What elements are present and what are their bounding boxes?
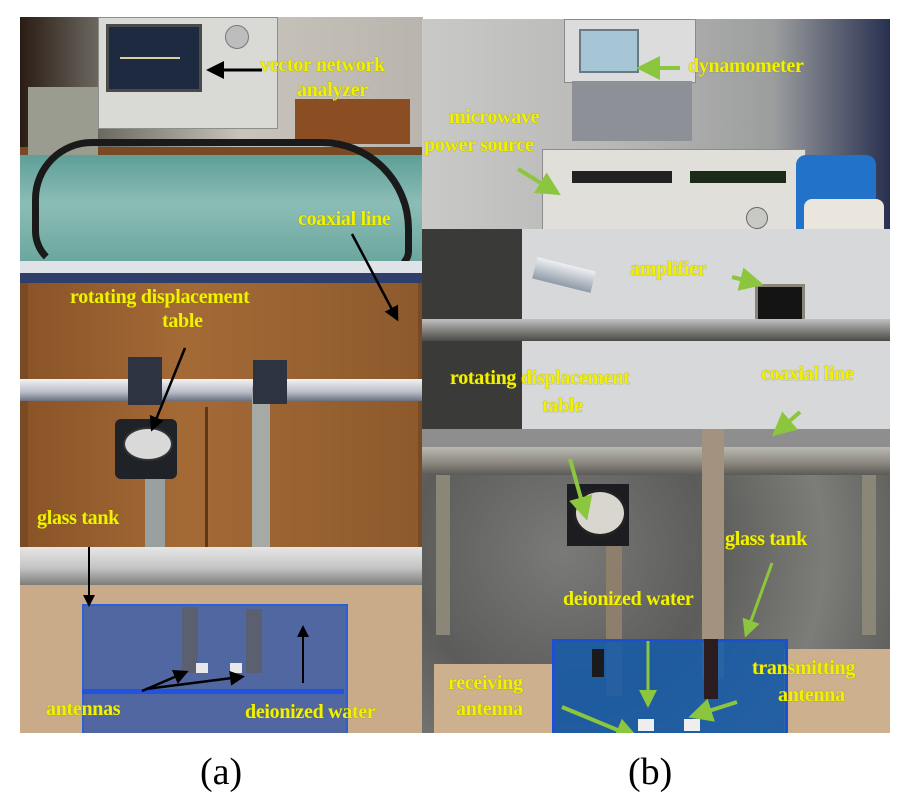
metal-crossbar-middle — [422, 447, 890, 475]
label-microwave-power-source-line2: power source — [424, 134, 534, 156]
antenna-a-left — [182, 607, 198, 673]
black-coaxial-cable — [32, 139, 412, 271]
cabinet-panel-line — [205, 407, 208, 547]
rotating-table-disc — [573, 489, 627, 537]
caption-b: (b) — [628, 751, 673, 793]
metal-crossbar-upper — [20, 379, 423, 401]
metal-crossbar-top — [422, 319, 890, 341]
receiving-antenna-body — [592, 649, 604, 677]
label-vector-network-analyzer-line2: analyzer — [297, 79, 368, 101]
photo-panel-a: vector network analyzer coaxial line rot… — [20, 17, 423, 733]
antenna-plate-left — [196, 663, 208, 673]
clamp-left — [128, 357, 162, 405]
label-vector-network-analyzer: vector network — [260, 54, 385, 76]
label-transmitting-antenna-line2: antenna — [778, 684, 845, 706]
power-source-display-right — [690, 171, 786, 183]
wooden-board-left — [434, 664, 554, 733]
caption-a: (a) — [200, 751, 243, 793]
antenna-a-right — [246, 609, 262, 673]
label-receiving-antenna: receiving — [448, 672, 523, 694]
frame-leg-left — [436, 475, 450, 635]
label-deionized-water: deionized water — [563, 588, 694, 610]
wooden-board-right — [784, 649, 890, 733]
label-amplifier: amplifier — [630, 258, 707, 280]
wooden-box — [295, 99, 410, 144]
label-coaxial-line: coaxial line — [298, 208, 391, 230]
vna-knob — [225, 25, 249, 49]
table-edge — [20, 261, 423, 273]
clamp-right — [253, 360, 287, 404]
table-edge-shadow — [20, 273, 423, 283]
dynamometer-screen — [579, 29, 639, 73]
label-glass-tank: glass tank — [725, 528, 808, 550]
label-rotating-displacement-table-line2: table — [542, 395, 583, 417]
label-deionized-water: deionized water — [245, 701, 376, 723]
label-rotating-displacement-table: rotating displacement — [70, 286, 250, 308]
photo-panel-b: dynamometer microwave power source ampli… — [422, 19, 890, 733]
glass-tank — [552, 639, 788, 733]
wooden-cabinet — [28, 283, 418, 553]
transmitting-antenna-body — [704, 639, 718, 699]
frame-leg-right — [862, 475, 876, 635]
metal-crossbar-lower — [20, 547, 423, 585]
transmitting-antenna-plate — [684, 719, 700, 731]
label-antennas: antennas — [46, 698, 121, 720]
label-transmitting-antenna: transmitting — [752, 657, 856, 679]
label-coaxial-line: coaxial line — [761, 363, 854, 385]
label-rotating-displacement-table-line2: table — [162, 310, 203, 332]
label-receiving-antenna-line2: antenna — [456, 698, 523, 720]
power-source-knob — [746, 207, 768, 229]
tank-rim — [82, 689, 344, 694]
rotating-table-disc — [123, 427, 173, 461]
label-microwave-power-source: microwave — [449, 106, 540, 128]
label-rotating-displacement-table: rotating displacement — [450, 367, 630, 389]
power-source-display-left — [572, 171, 672, 183]
label-dynamometer: dynamometer — [688, 55, 804, 77]
vna-trace — [120, 57, 180, 59]
dynamometer-stand — [572, 81, 692, 141]
antenna-plate-right — [230, 663, 242, 673]
receiving-antenna-plate — [638, 719, 654, 731]
label-glass-tank: glass tank — [37, 507, 120, 529]
amplifier-device — [755, 284, 805, 324]
antenna-rod-b — [702, 429, 724, 679]
